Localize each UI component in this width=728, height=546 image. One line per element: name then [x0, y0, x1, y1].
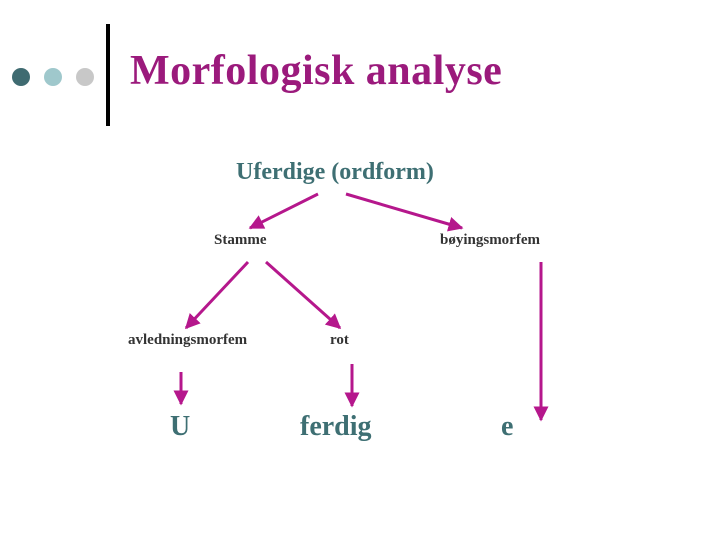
node-stamme: Stamme: [214, 232, 267, 248]
morpheme-root: ferdig: [300, 411, 372, 442]
node-avledningsmorfem: avledningsmorfem: [128, 332, 248, 348]
slide-title: Morfologisk analyse: [130, 48, 503, 94]
decorative-dot-light: [44, 68, 62, 86]
arrow-root-to-stamme: [248, 192, 319, 230]
decorative-dot-dark: [12, 68, 30, 86]
morpheme-prefix: U: [170, 411, 191, 442]
root-word-label: Uferdige (ordform): [236, 159, 434, 185]
arrow-stamme-to-rot: [265, 260, 342, 330]
title-divider: [106, 24, 110, 126]
decorative-dot-grey: [76, 68, 94, 86]
arrow-stamme-to-avledningsmorfem: [184, 260, 250, 330]
node-boyingsmorfem: bøyingsmorfem: [440, 232, 540, 248]
arrow-root-to-boyingsmorfem: [345, 192, 464, 232]
node-rot: rot: [330, 332, 349, 348]
morpheme-suffix: e: [501, 411, 514, 442]
